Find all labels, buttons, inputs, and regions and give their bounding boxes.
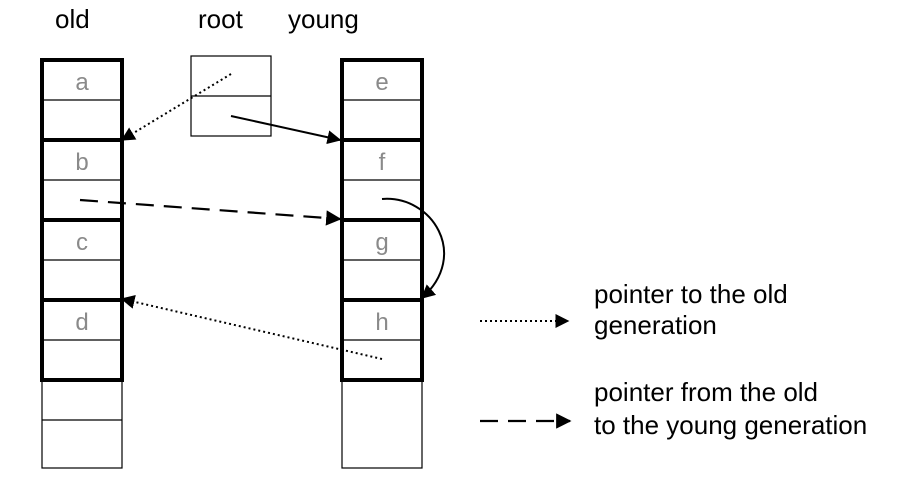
- young-label-e: e: [375, 69, 388, 96]
- old-label-c: c: [76, 229, 88, 256]
- old-object-d: [40, 298, 124, 382]
- legend-dashed-text-line1: pointer from the old: [594, 377, 818, 407]
- legend-dotted-text-line1: pointer to the old: [594, 279, 788, 309]
- legend: pointer to the old generation pointer fr…: [480, 279, 867, 440]
- old-label-d: d: [75, 309, 88, 336]
- old-label-a: a: [75, 69, 89, 96]
- young-label-f: f: [379, 149, 386, 176]
- young-object-h: [340, 298, 424, 382]
- old-label-b: b: [75, 149, 88, 176]
- young-generation-column: e f g h: [340, 58, 424, 469]
- f-to-h-pointer: [381, 197, 445, 299]
- old-generation-column: a b c d: [40, 58, 124, 469]
- root-column-title: root: [198, 4, 244, 34]
- root-to-f-pointer: [230, 115, 342, 145]
- root-set: [190, 55, 272, 137]
- old-column-title: old: [55, 4, 90, 34]
- young-label-g: g: [375, 229, 388, 256]
- legend-dotted-text-line2: generation: [594, 310, 717, 340]
- young-label-h: h: [375, 309, 388, 336]
- root-to-b-pointer: [120, 73, 232, 141]
- young-column-title: young: [288, 4, 359, 34]
- b-to-g-pointer: [79, 198, 342, 226]
- legend-dashed-text-line2: to the young generation: [594, 410, 867, 440]
